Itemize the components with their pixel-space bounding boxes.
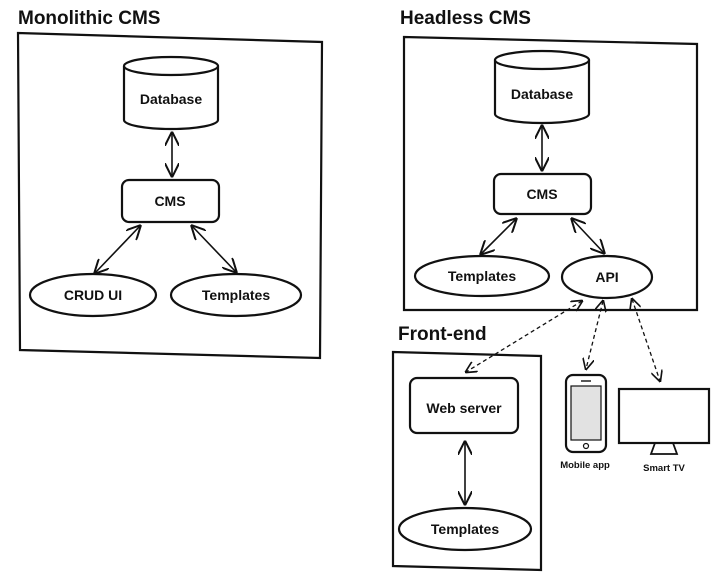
monolithic-crud-ui-node: CRUD UI bbox=[28, 272, 158, 318]
smart-tv-label: Smart TV bbox=[643, 463, 685, 474]
frontend-templates-node: Templates bbox=[397, 506, 533, 552]
smart-tv-icon bbox=[617, 387, 711, 455]
monolithic-title: Monolithic CMS bbox=[18, 8, 160, 29]
monolithic-cms-crud-arrow bbox=[95, 226, 140, 273]
headless-frame bbox=[402, 35, 699, 312]
monolithic-database-label: Database bbox=[140, 91, 202, 107]
headless-database-node: Database bbox=[493, 49, 591, 125]
api-mobile-dashed-arrow bbox=[586, 301, 603, 369]
frontend-templates-label: Templates bbox=[431, 521, 499, 537]
headless-api-label: API bbox=[595, 269, 618, 285]
monolithic-database-node: Database bbox=[122, 55, 220, 131]
frontend-web-server-label: Web server bbox=[426, 400, 502, 416]
headless-cms-api-arrow bbox=[572, 219, 604, 253]
headless-cms-node: CMS bbox=[492, 172, 593, 216]
frontend-title: Front-end bbox=[398, 324, 487, 345]
frontend-web-server-node: Web server bbox=[408, 376, 520, 435]
headless-cms-templates-arrow bbox=[481, 219, 516, 254]
headless-templates-label: Templates bbox=[448, 268, 516, 284]
monolithic-cms-label: CMS bbox=[154, 193, 185, 209]
monolithic-cms-node: CMS bbox=[120, 178, 221, 224]
monolithic-crud-ui-label: CRUD UI bbox=[64, 287, 122, 303]
headless-api-node: API bbox=[560, 254, 654, 300]
mobile-phone-icon bbox=[564, 373, 608, 454]
mobile-app-label: Mobile app bbox=[560, 460, 610, 471]
monolithic-templates-label: Templates bbox=[202, 287, 270, 303]
api-smarttv-dashed-arrow bbox=[632, 299, 660, 381]
monolithic-templates-node: Templates bbox=[169, 272, 303, 318]
headless-cms-label: CMS bbox=[526, 186, 557, 202]
headless-title: Headless CMS bbox=[400, 8, 531, 29]
monolithic-cms-templates-arrow bbox=[192, 226, 236, 272]
monolithic-frame bbox=[16, 31, 324, 360]
api-webserver-dashed-arrow bbox=[466, 301, 582, 372]
headless-database-label: Database bbox=[511, 86, 573, 102]
headless-templates-node: Templates bbox=[413, 254, 551, 298]
